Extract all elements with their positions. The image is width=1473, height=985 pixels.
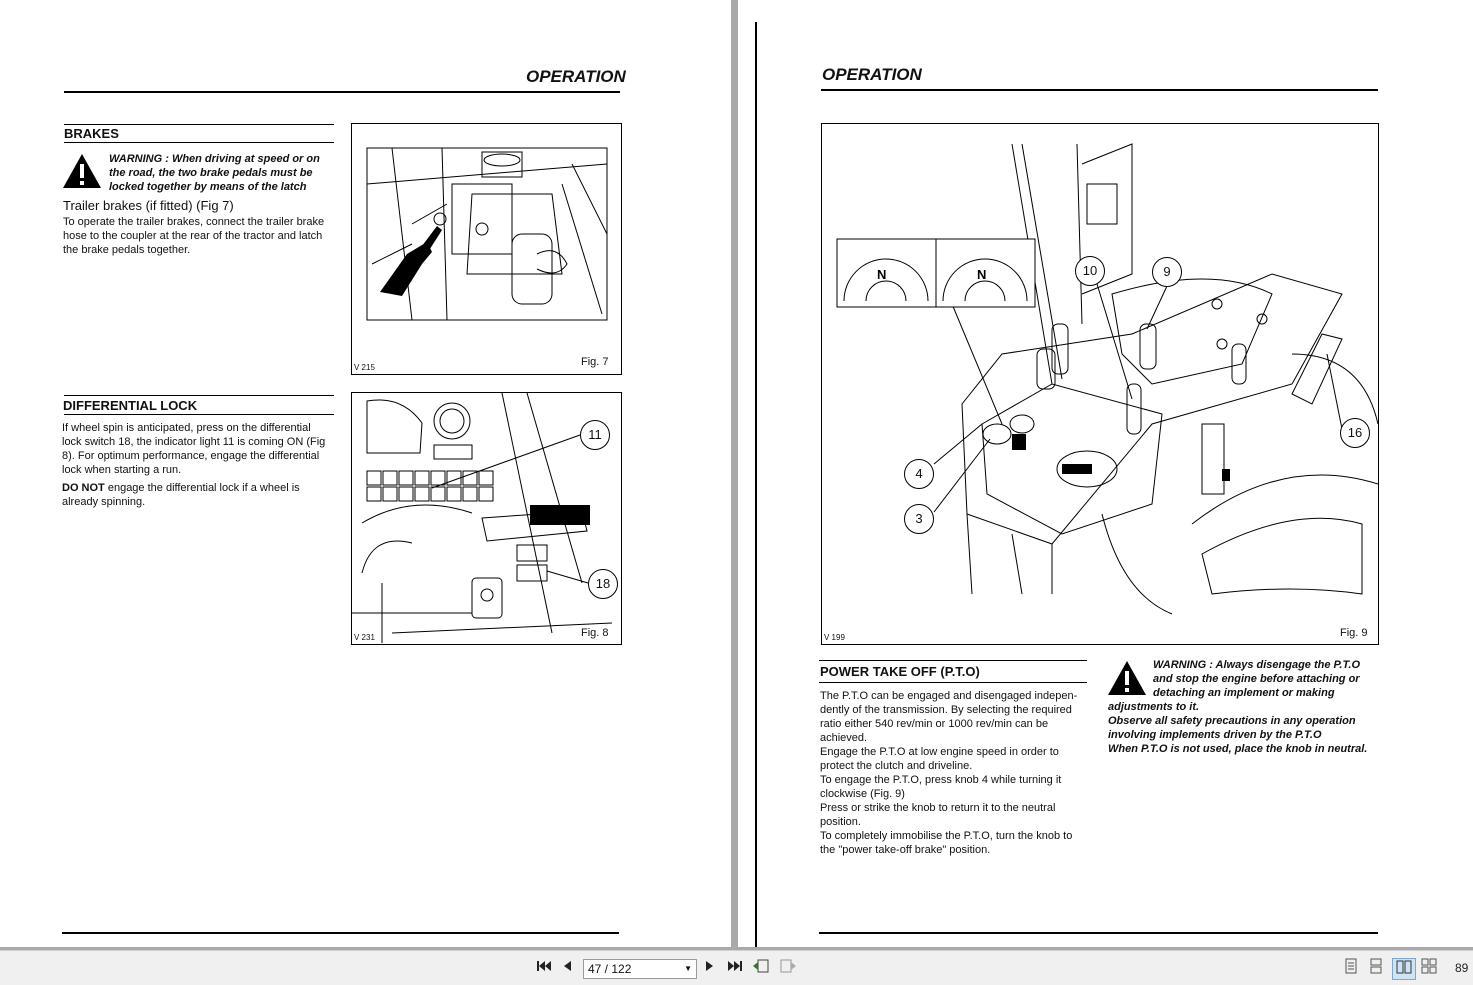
callout-3: 3 xyxy=(904,504,934,534)
section-rule xyxy=(819,660,1087,661)
callout-10: 10 xyxy=(1075,256,1105,286)
header-rule xyxy=(64,91,620,93)
brakes-warning: WARNING : When driving at speed or on th… xyxy=(109,153,320,193)
differential-lock-text: If wheel spin is anticipated, press on t… xyxy=(62,422,326,508)
figure-label: Fig. 9 xyxy=(1340,627,1368,639)
callout-9: 9 xyxy=(1152,257,1182,287)
section-rule xyxy=(64,414,334,415)
dashboard-illustration xyxy=(352,393,613,643)
single-page-view-icon[interactable] xyxy=(1343,958,1359,978)
figure-label: Fig. 7 xyxy=(581,356,609,368)
svg-text:N: N xyxy=(977,267,986,282)
chevron-down-icon[interactable]: ▼ xyxy=(684,964,692,973)
first-page-icon[interactable] xyxy=(535,958,553,978)
section-rule xyxy=(64,395,334,396)
figure-code: V 231 xyxy=(354,633,375,642)
pto-title: POWER TAKE OFF (P.T.O) xyxy=(820,664,980,679)
continuous-view-icon[interactable] xyxy=(1368,958,1384,978)
section-rule xyxy=(64,142,334,143)
figure-code: V 215 xyxy=(354,363,375,372)
zoom-level[interactable]: 89 xyxy=(1455,961,1469,975)
trailer-brakes-subheading: Trailer brakes (if fitted) (Fig 7) xyxy=(63,198,234,213)
warning-icon xyxy=(1108,661,1146,695)
previous-page-icon[interactable] xyxy=(560,958,574,978)
next-page-icon[interactable] xyxy=(703,958,717,978)
brakes-title: BRAKES xyxy=(64,126,119,141)
left-page: OPERATION BRAKES WARNING : When driving … xyxy=(0,0,731,947)
page-header: OPERATION xyxy=(822,65,922,84)
callout-4: 4 xyxy=(904,459,934,489)
binding-line xyxy=(755,22,757,947)
callout-11: 11 xyxy=(580,420,610,450)
warning-icon xyxy=(63,154,101,188)
pto-warning-top: WARNING : Always disengage the P.T.O and… xyxy=(1153,659,1361,699)
trailer-brakes-text: To operate the trailer brakes, connect t… xyxy=(63,216,325,256)
figure-8: 11 18 V 231 Fig. 8 xyxy=(351,392,622,645)
viewer-toolbar: 47 / 122 ▼ 89 xyxy=(0,950,1473,985)
figure-9: N N 10 9 4 3 16 V 199 Fig. 9 xyxy=(821,123,1379,645)
cab-controls-illustration: N N xyxy=(836,143,1378,615)
page-header: OPERATION xyxy=(526,67,626,86)
figure-code: V 199 xyxy=(824,633,845,642)
callout-18: 18 xyxy=(588,569,618,599)
continuous-facing-view-icon[interactable] xyxy=(1420,958,1438,978)
svg-text:N: N xyxy=(877,267,886,282)
footer-rule xyxy=(62,932,619,934)
brake-pedals-illustration xyxy=(366,147,608,321)
figure-7: V 215 Fig. 7 xyxy=(351,123,622,375)
next-view-icon[interactable] xyxy=(779,958,797,978)
previous-view-icon[interactable] xyxy=(752,958,770,978)
right-page: OPERATION xyxy=(738,0,1473,947)
footer-rule xyxy=(819,932,1378,934)
header-rule xyxy=(821,89,1378,91)
differential-lock-title: DIFFERENTIAL LOCK xyxy=(63,398,198,413)
section-rule xyxy=(819,682,1087,683)
pto-text: The P.T.O can be engaged and disengaged … xyxy=(820,690,1078,856)
last-page-icon[interactable] xyxy=(726,958,744,978)
facing-view-icon[interactable] xyxy=(1392,958,1416,980)
pto-warning-rest: adjustments to it. Observe all safety pr… xyxy=(1108,701,1368,755)
figure-label: Fig. 8 xyxy=(581,627,609,639)
callout-16: 16 xyxy=(1340,418,1370,448)
section-rule xyxy=(64,124,334,125)
page-number-input[interactable]: 47 / 122 ▼ xyxy=(583,959,697,979)
